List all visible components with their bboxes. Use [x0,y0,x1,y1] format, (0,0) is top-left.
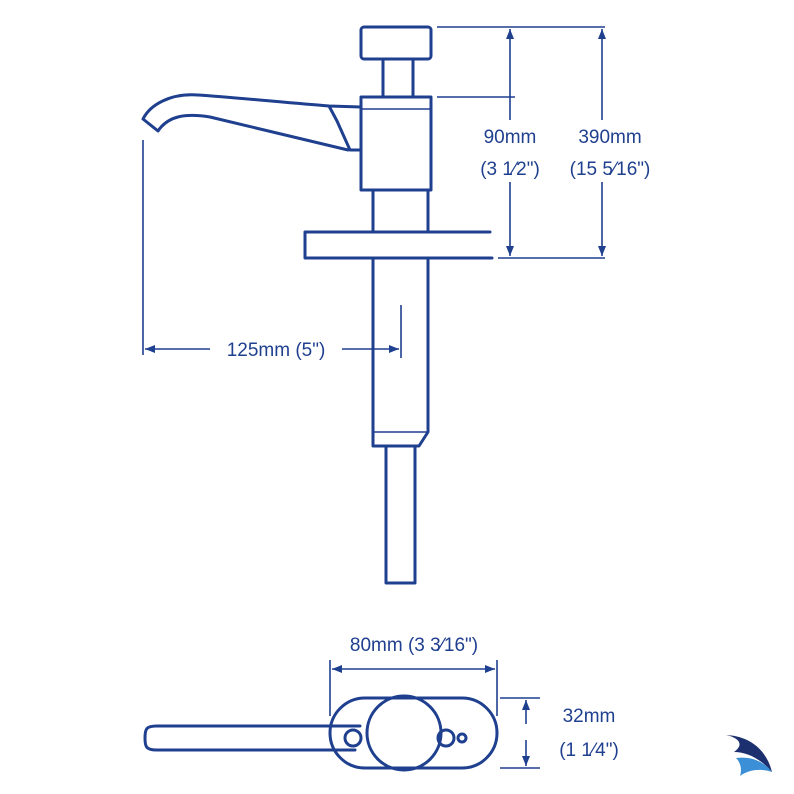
top-view-lever [143,724,362,752]
pump-knob [359,25,433,61]
pump-head [359,95,433,192]
pump-top-view: 80mm (3 3⁄16") 32mm (1 1⁄4") [143,635,619,772]
brand-logo-icon [726,735,772,776]
pump-body [371,256,430,448]
top-view-hole-left [343,728,363,748]
pump-spout [141,93,363,152]
top-view-hole-right [436,728,456,748]
mounting-flange [303,230,494,260]
top-view-base-plate [328,696,499,770]
dim-390mm-metric: 390mm [578,127,641,148]
dim-80mm: 80mm (3 3⁄16") [350,635,478,656]
pump-upper-shaft [371,188,430,234]
dim-32mm-metric: 32mm [563,706,616,727]
dim-125mm: 125mm (5") [227,340,326,361]
dim-390mm-imperial: (15 5⁄16") [570,159,651,180]
top-view-hole-small [456,732,468,744]
dim-32mm-imperial: (1 1⁄4") [559,740,619,761]
top-view-barrel [365,694,443,772]
dim-90mm-imperial: (3 1⁄2") [480,159,540,180]
pump-neck [381,57,415,99]
pump-side-view: 90mm (3 1⁄2") 390mm (15 5⁄16") 125mm (5"… [141,25,658,585]
dim-90mm-metric: 90mm [484,127,537,148]
suction-tube [384,444,417,585]
